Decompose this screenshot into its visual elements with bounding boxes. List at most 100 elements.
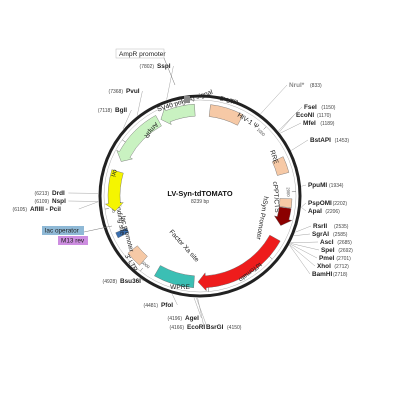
site-pos-pfoi: (4481) — [144, 303, 159, 309]
site-apai: ApaI(2206) — [308, 208, 340, 215]
factor-xa-label: Factor Xa site — [168, 229, 201, 264]
site-bsrgi: BsrGI(4150) — [206, 324, 242, 331]
leader-mfei — [280, 122, 302, 134]
lac-operator-box — [42, 226, 84, 235]
lac-promoter-arc — [115, 227, 130, 239]
site-name-rsrii: RsrII — [313, 223, 327, 230]
leader-sspi — [166, 65, 174, 100]
site-name-bsrgi: BsrGI — [206, 324, 224, 331]
leader-ecori — [196, 297, 208, 328]
site-pos-xhoi: (2712) — [334, 264, 349, 270]
site-name-ppumi: PpuMI — [308, 182, 327, 189]
site-pos-mfei: (1189) — [320, 121, 334, 127]
site-fsei: FseI(1150) — [304, 104, 336, 111]
site-pos-bamhi: (2718) — [333, 272, 348, 278]
site-rsrii: RsrII (2535) — [313, 223, 349, 230]
site-pos-sgrai: (2585) — [333, 232, 348, 238]
site-pos-bsrgi: (4150) — [227, 325, 242, 331]
site-sspi: SspI(7802) — [140, 63, 171, 70]
site-name-pspomi: PspOMI — [308, 200, 332, 207]
site-bgli: BglI(7118) — [98, 107, 127, 114]
ltr5-label: 5' LTR — [219, 96, 239, 107]
leader-xhoi — [289, 244, 316, 267]
site-name-bsu36i: Bsu36I — [120, 278, 141, 285]
site-pos-nrui: (833) — [310, 83, 322, 89]
site-name-asci: AscI — [320, 239, 334, 246]
leader-pmei — [289, 243, 318, 259]
wpre-arc — [154, 265, 195, 288]
ori-arc — [104, 169, 124, 212]
site-pspomi: PspOMI(2202) — [308, 200, 347, 207]
hsyn-arc — [273, 206, 293, 226]
leader-bsu36i — [140, 279, 144, 282]
site-name-ecori: EcoRI — [187, 324, 205, 331]
leader-bamhi — [289, 244, 311, 275]
site-leader-lines — [68, 65, 320, 328]
site-pos-pvui: (7368) — [109, 89, 124, 95]
site-name-sspi: SspI — [157, 63, 171, 70]
site-bamhi: BamHI(2718) — [312, 271, 348, 278]
leader-apai — [301, 207, 307, 212]
leader-rsrii — [295, 225, 312, 233]
site-name-pmei: PmeI — [319, 255, 334, 262]
site-pos-apai: (2206) — [325, 209, 340, 215]
tick-label-5000: 5000 — [140, 260, 151, 270]
m13-rev-box — [58, 236, 88, 245]
site-name-econi: EcoNI — [296, 112, 314, 119]
origin-marker — [184, 96, 190, 103]
backbone-circle — [98, 94, 302, 298]
site-pos-ecori: (4166) — [170, 325, 185, 331]
site-pos-asci: (2685) — [337, 240, 352, 246]
site-name-drdi: DrdI — [52, 190, 65, 197]
site-econi: EcoNI(1170) — [296, 112, 331, 119]
ampr-promoter-callout — [115, 48, 165, 59]
leader-pspomi — [301, 202, 307, 208]
site-pos-spei: (2692) — [338, 248, 353, 254]
leader-bstapi — [291, 139, 309, 151]
tick-mark-3000 — [269, 256, 273, 260]
site-pos-bsu36i: (4928) — [103, 279, 118, 285]
cppt-label: cPPT/CTS — [271, 181, 280, 213]
cppt-arc — [279, 198, 293, 209]
site-name-bamhi: BamHI — [312, 271, 332, 278]
site-drdi: DrdI(6213) — [35, 190, 65, 197]
site-agei: AgeI(4196) — [168, 315, 200, 322]
tick-mark-7000 — [122, 139, 126, 143]
leader-ppumi — [301, 184, 307, 187]
tdtomato-arc — [197, 234, 281, 292]
site-pos-drdi: (6213) — [35, 191, 50, 197]
leader-pfoi — [172, 294, 178, 306]
leader-afliii — [78, 201, 99, 210]
ampr-arc — [116, 115, 162, 162]
ori-label: ori — [109, 168, 118, 178]
restriction-site-labels: NruI*(833)FseI(1150)EcoNI(1170)MfeI(1189… — [13, 63, 354, 331]
tick-label-1000: 1000 — [256, 127, 267, 138]
site-asci: AscI(2685) — [320, 239, 352, 246]
ampr-promoter-leader — [163, 57, 176, 86]
leader-sgrai — [293, 233, 311, 236]
leader-econi — [279, 114, 295, 133]
leader-asci — [290, 241, 319, 244]
ltr3-arc — [127, 245, 148, 266]
site-xhoi: XhoI(2712) — [317, 263, 349, 270]
plasmid-length: 8239 bp — [191, 199, 209, 205]
site-pmei: PmeI(2701) — [319, 255, 351, 262]
site-nspi: NspI(6109) — [35, 198, 67, 205]
site-nrui: NruI*(833) — [289, 82, 322, 89]
site-sgrai: SgrAI(2585) — [312, 231, 348, 238]
site-spei: SpeI(2692) — [321, 247, 353, 254]
lac-operator-label: lac operator — [45, 228, 80, 235]
leader-pvui — [136, 90, 143, 116]
tick-mark-5000 — [140, 267, 143, 272]
site-name-bgli: BglI — [115, 107, 127, 114]
site-pos-sspi: (7802) — [140, 64, 155, 70]
site-afliii: AflIII - PciI(6105) — [13, 206, 62, 213]
site-bstapi: BstAPI(1453) — [310, 137, 349, 144]
plasmid-name: LV-Syn-tdTOMATO — [167, 189, 232, 198]
site-pos-rsrii: (2535) — [334, 224, 349, 230]
leader-bgli — [122, 109, 132, 130]
site-pos-nspi: (6109) — [35, 199, 50, 205]
tick-mark-6000 — [104, 208, 109, 210]
site-name-afliii: AflIII - PciI — [30, 206, 61, 213]
